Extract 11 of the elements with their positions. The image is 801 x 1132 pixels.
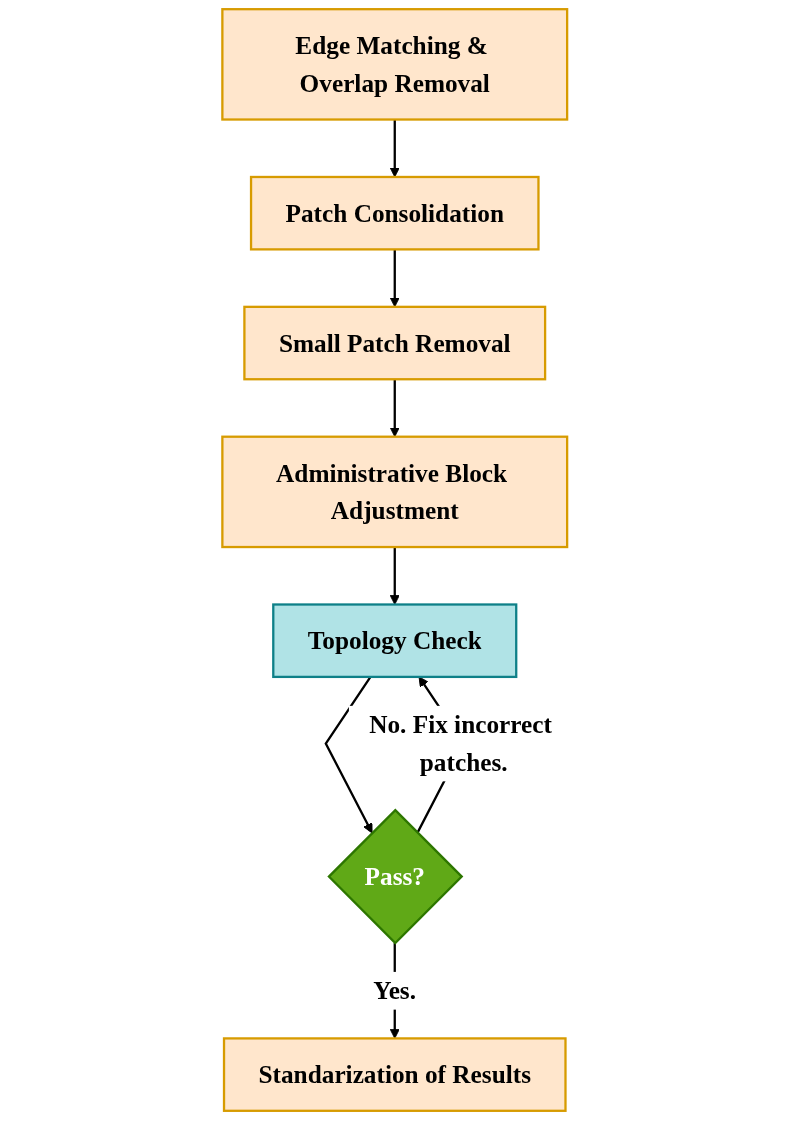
node-box: Patch Consolidation — [249, 175, 540, 251]
arrow — [324, 676, 373, 834]
edge-label: No. Fix incorrect patches. — [369, 710, 552, 777]
edge-label: Yes. — [373, 976, 417, 1006]
node-box: Small Patch Removal — [243, 305, 547, 381]
node-box: Topology Check — [272, 603, 518, 679]
node-box: Standarization of Results — [222, 1037, 567, 1112]
node-diamond: Pass? — [327, 808, 464, 945]
node-box: Edge Matching & Overlap Removal — [221, 8, 569, 121]
arrow — [389, 547, 400, 605]
node-box: Administrative Block Adjustment — [221, 435, 569, 549]
